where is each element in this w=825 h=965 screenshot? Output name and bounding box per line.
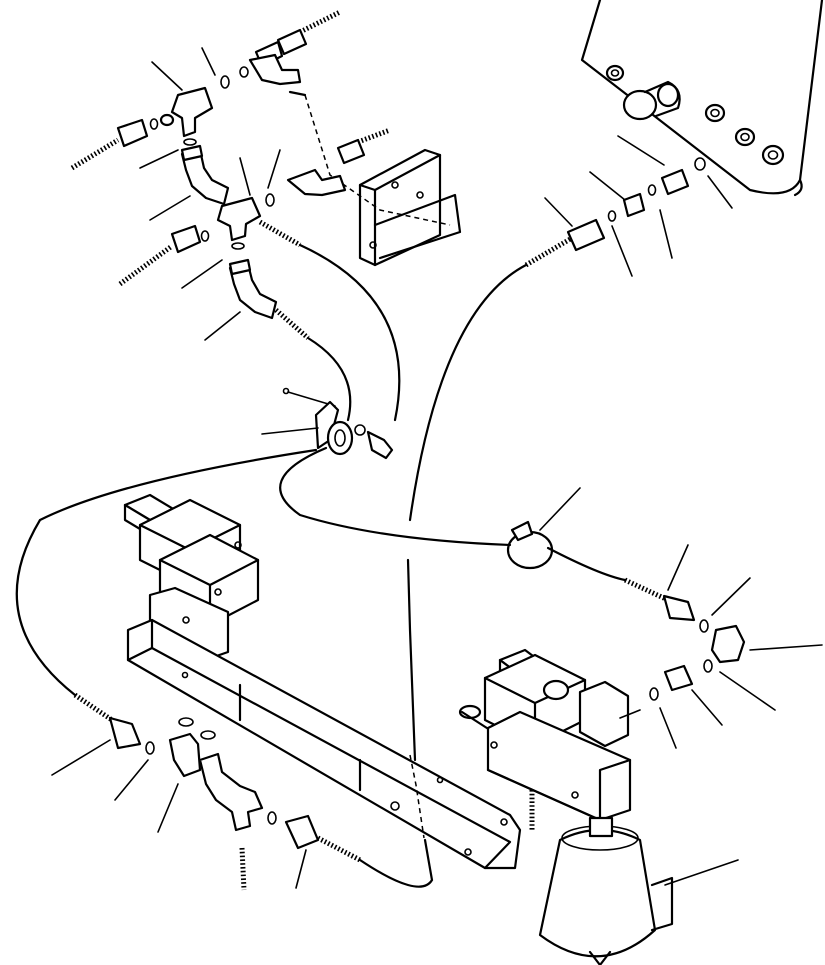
- right-lower-fittings: [623, 577, 746, 701]
- panel-nut-2: [704, 103, 726, 123]
- mounting-panel: [580, 0, 824, 197]
- hose-lines: [15, 90, 627, 888]
- panel-nut-3: [734, 127, 756, 147]
- bracket-plate: [304, 94, 462, 267]
- leader-lines: [51, 47, 823, 889]
- left-lower-fittings: [73, 692, 362, 891]
- accumulator: [538, 816, 674, 965]
- left-valve-assembly: [123, 493, 522, 870]
- hose-clamp-center: [282, 387, 394, 460]
- panel-port-large: [622, 80, 681, 121]
- upper-tee-assembly: [70, 9, 342, 206]
- hose-clamp-right: [506, 520, 554, 570]
- middle-tee-assembly: [118, 127, 391, 340]
- panel-nut-4: [761, 144, 785, 166]
- panel-nut-1: [605, 64, 625, 82]
- panel-fittings: [524, 157, 706, 268]
- right-valve-assembly: [458, 648, 632, 830]
